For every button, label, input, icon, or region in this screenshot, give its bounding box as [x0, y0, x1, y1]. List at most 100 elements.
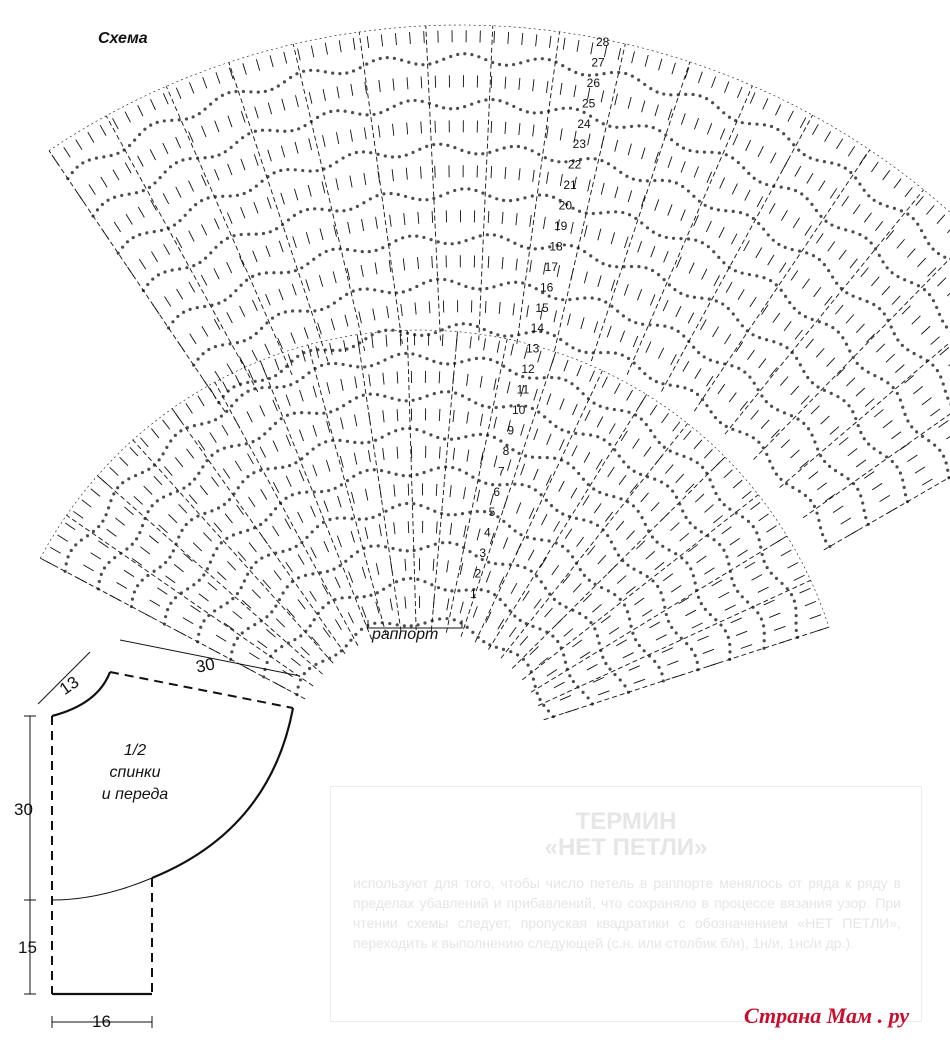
chain-stitch-dot — [511, 448, 515, 452]
stitch-column-line — [724, 189, 925, 435]
dimension-bottom: 16 — [92, 1012, 111, 1031]
chain-stitch-dot — [545, 455, 549, 460]
double-crochet-stitch — [732, 479, 743, 489]
double-crochet-stitch — [162, 93, 169, 105]
chain-stitch-dot — [210, 303, 214, 307]
chain-stitch-dot — [718, 420, 723, 425]
double-crochet-stitch — [805, 338, 814, 349]
double-crochet-stitch — [252, 250, 258, 263]
chain-stitch-dot — [391, 546, 395, 551]
chain-stitch-dot — [910, 281, 914, 285]
double-crochet-stitch — [226, 262, 233, 274]
double-crochet-stitch — [532, 79, 535, 92]
chain-stitch-dot — [841, 336, 845, 340]
chain-stitch-dot — [862, 188, 866, 192]
chain-stitch-dot — [880, 377, 884, 381]
chain-stitch-dot — [482, 327, 486, 332]
chain-stitch-dot — [420, 333, 424, 337]
double-crochet-stitch — [767, 254, 775, 266]
chain-stitch-dot — [501, 562, 505, 566]
chain-stitch-dot — [598, 490, 602, 494]
chain-stitch-dot — [463, 105, 467, 109]
double-crochet-stitch — [285, 561, 293, 573]
stitch-column-line — [228, 62, 329, 362]
chain-stitch-dot — [637, 124, 641, 128]
chain-stitch-dot — [709, 410, 713, 414]
chain-stitch-dot — [325, 569, 330, 573]
double-crochet-stitch — [573, 130, 577, 143]
chain-stitch-dot — [362, 546, 366, 550]
chain-stitch-dot — [180, 528, 184, 532]
double-crochet-stitch — [582, 495, 590, 506]
chain-stitch-dot — [859, 494, 863, 498]
chain-stitch-dot — [101, 519, 105, 523]
chain-stitch-dot — [163, 560, 168, 565]
chain-stitch-dot — [702, 355, 706, 359]
double-crochet-stitch — [533, 598, 542, 609]
double-crochet-stitch — [891, 431, 902, 440]
double-crochet-stitch — [466, 411, 469, 424]
chain-stitch-dot — [842, 399, 846, 403]
chain-stitch-dot — [338, 438, 342, 443]
double-crochet-stitch — [438, 446, 441, 459]
chain-stitch-dot — [719, 623, 723, 627]
chain-stitch-dot — [669, 93, 673, 97]
chain-stitch-dot — [906, 419, 910, 423]
chain-stitch-dot — [203, 107, 207, 111]
double-crochet-stitch — [515, 543, 522, 555]
chain-stitch-dot — [427, 333, 431, 337]
chain-stitch-dot — [902, 485, 906, 489]
double-crochet-stitch — [685, 609, 697, 617]
double-crochet-stitch — [201, 125, 207, 138]
double-crochet-stitch — [264, 343, 271, 355]
chain-stitch-dot — [528, 283, 532, 287]
double-crochet-stitch — [873, 409, 884, 418]
chain-stitch-dot — [446, 191, 450, 195]
double-crochet-stitch — [593, 503, 602, 514]
double-crochet-stitch — [267, 149, 272, 162]
chain-stitch-dot — [554, 60, 558, 64]
double-crochet-stitch — [660, 511, 670, 522]
chain-stitch-dot — [510, 334, 514, 338]
chain-stitch-dot — [827, 464, 832, 468]
double-crochet-stitch — [694, 368, 702, 379]
double-crochet-stitch — [227, 115, 233, 128]
double-crochet-stitch — [63, 146, 71, 158]
chain-stitch-dot — [474, 356, 479, 361]
double-crochet-stitch — [115, 517, 126, 526]
chain-stitch-dot — [545, 193, 549, 197]
chain-stitch-dot — [369, 151, 373, 155]
chain-stitch-dot — [659, 480, 664, 484]
double-crochet-stitch — [390, 560, 393, 573]
chain-stitch-dot — [367, 250, 371, 254]
round-number: 13 — [526, 342, 540, 356]
round-number: 1 — [470, 587, 477, 601]
chain-stitch-dot — [456, 106, 460, 110]
chain-stitch-dot — [120, 245, 125, 249]
stitch-column-line — [171, 408, 346, 655]
chain-stitch-dot — [925, 359, 929, 363]
fan-section — [48, 24, 950, 551]
chain-stitch-dot — [183, 213, 187, 217]
chain-stitch-dot — [254, 184, 258, 188]
chain-stitch-dot — [358, 341, 362, 345]
double-crochet-stitch — [593, 321, 599, 333]
double-crochet-stitch — [405, 167, 408, 180]
chain-stitch-dot — [752, 176, 756, 180]
chain-stitch-dot — [239, 586, 243, 590]
chain-stitch-dot — [498, 597, 502, 602]
double-crochet-stitch — [407, 521, 410, 534]
chain-stitch-dot — [495, 148, 499, 152]
chain-stitch-dot — [116, 486, 120, 490]
double-crochet-stitch — [190, 605, 201, 613]
double-crochet-stitch — [472, 566, 478, 579]
chain-stitch-dot — [869, 241, 873, 245]
chain-stitch-dot — [717, 255, 721, 259]
chain-stitch-dot — [335, 407, 339, 411]
chain-stitch-dot — [571, 159, 575, 163]
double-crochet-stitch — [826, 357, 836, 367]
round-number: 3 — [479, 546, 486, 560]
chain-stitch-dot — [356, 365, 360, 369]
double-crochet-stitch — [632, 335, 639, 348]
chain-stitch-dot — [651, 579, 655, 583]
